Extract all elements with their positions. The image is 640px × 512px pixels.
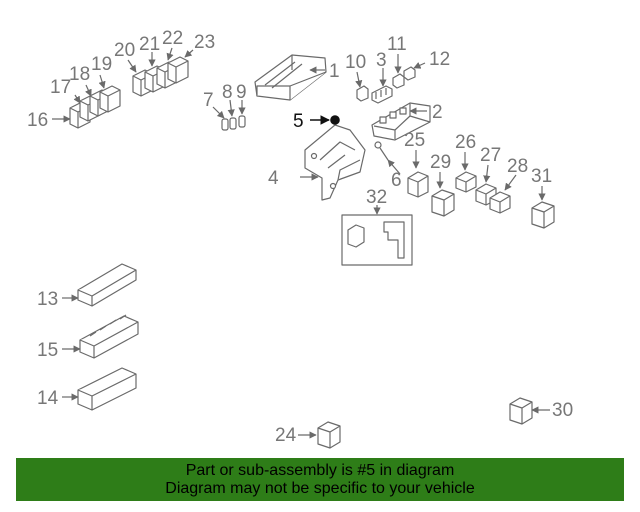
part-28-relay [489,191,511,214]
part-15-fuse-block [79,314,139,359]
callout-2: 2 [432,102,443,123]
callout-6: 6 [391,170,402,191]
part-14-fuse-strip [77,367,137,411]
part-1-fuse-box-cover [254,54,327,101]
callout-31: 31 [531,166,552,187]
callout-19: 19 [91,54,112,75]
callout-7: 7 [203,90,214,111]
callout-16: 16 [27,110,48,131]
part-13-fuse-strip [77,263,137,307]
leader-lines [52,47,550,439]
part-info-banner: Part or sub-assembly is #5 in diagram Di… [16,458,624,501]
callout-20: 20 [114,40,135,61]
part-25-relay [407,171,429,198]
callout-18: 18 [69,64,90,85]
callout-27: 27 [480,145,501,166]
callout-14: 14 [37,388,59,409]
part-6-screw [374,141,389,161]
callout-4: 4 [268,168,279,189]
part-8-fuse [229,117,237,130]
callout-12: 12 [429,49,450,70]
part-29-relay [431,189,455,217]
callout-10: 10 [345,52,366,73]
callout-8: 8 [222,82,233,103]
part-30-relay [509,397,533,425]
callout-24: 24 [275,425,297,446]
callout-32: 32 [366,187,387,208]
part-23-relay [167,56,189,84]
callout-13: 13 [37,289,58,310]
part-9-fuse [238,115,246,128]
callout-26: 26 [455,132,476,153]
part-3-connector [371,85,393,104]
part-5-bolt [330,115,340,125]
callout-labels: 1 2 3 4 5 6 7 8 9 10 11 12 13 14 15 16 1… [27,28,573,446]
callout-28: 28 [507,156,528,177]
part-19-relay [99,85,121,113]
part-26-relay [455,171,477,193]
callout-23: 23 [194,32,215,53]
callout-21: 21 [139,34,160,55]
part-31-relay [531,201,555,229]
part-7-fuse [221,118,229,131]
part-10-clip [356,85,369,102]
banner-line-disclaimer: Diagram may not be specific to your vehi… [165,480,475,497]
callout-5: 5 [293,111,304,132]
part-12-clip [403,66,416,81]
banner-line-part-number: Part or sub-assembly is #5 in diagram [185,462,455,479]
part-32-inset-box [341,214,413,266]
callout-11: 11 [387,34,407,55]
part-11-clip [392,73,405,89]
callout-25: 25 [404,130,425,151]
callout-22: 22 [162,28,183,49]
callout-9: 9 [236,82,247,103]
callout-30: 30 [552,400,573,421]
part-4-bracket [304,124,366,201]
callout-1: 1 [329,61,340,82]
callout-29: 29 [430,152,451,173]
callout-15: 15 [37,340,58,361]
callout-17: 17 [50,77,71,98]
part-24-relay [317,421,341,449]
callout-3: 3 [376,50,387,71]
